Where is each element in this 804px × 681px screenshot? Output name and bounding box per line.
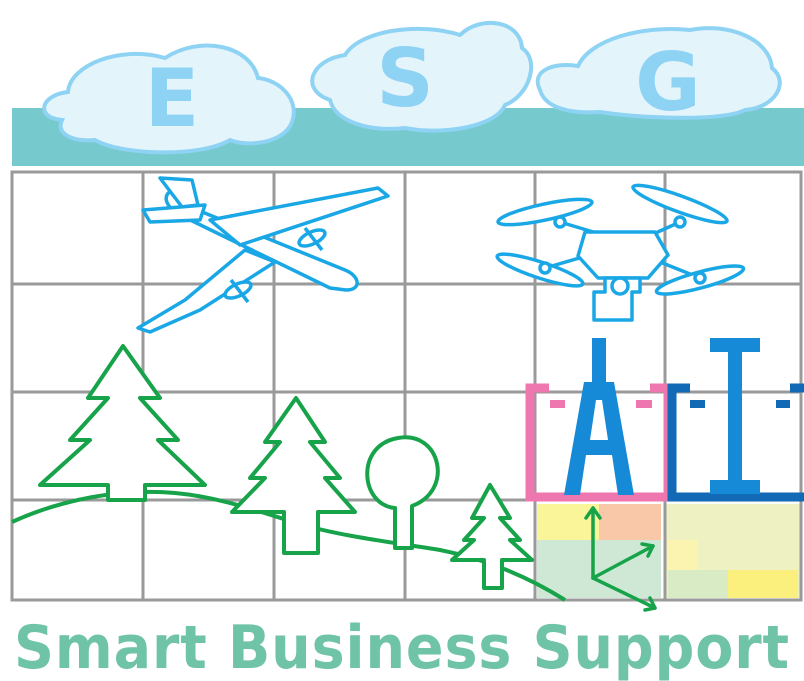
tagline: Smart Business Support — [14, 613, 790, 681]
pine-tree-icon — [230, 396, 357, 555]
pine-tree-icon — [38, 344, 207, 502]
cloud-e: E — [42, 43, 296, 155]
airplane-icon — [136, 176, 390, 334]
cloud-letter-e: E — [145, 52, 200, 145]
cloud-letter-g: G — [635, 36, 701, 129]
ai-bracket-i — [667, 383, 804, 502]
ai-letter-i — [710, 338, 760, 494]
ai-bracket-a — [525, 383, 673, 502]
cloud-s: S — [310, 20, 533, 133]
cloud-g: G — [535, 26, 782, 129]
cloud-letter-s: S — [376, 32, 434, 125]
color-tiles — [537, 504, 800, 598]
ai-block-icon — [525, 338, 673, 502]
ai-block-icon — [667, 338, 804, 502]
axis-arrows-icon — [584, 506, 657, 612]
quadcopter-drone-icon — [495, 183, 746, 322]
ai-letter-a — [564, 338, 634, 495]
pine-tree-icon — [450, 483, 534, 590]
round-tree-icon — [365, 435, 440, 550]
